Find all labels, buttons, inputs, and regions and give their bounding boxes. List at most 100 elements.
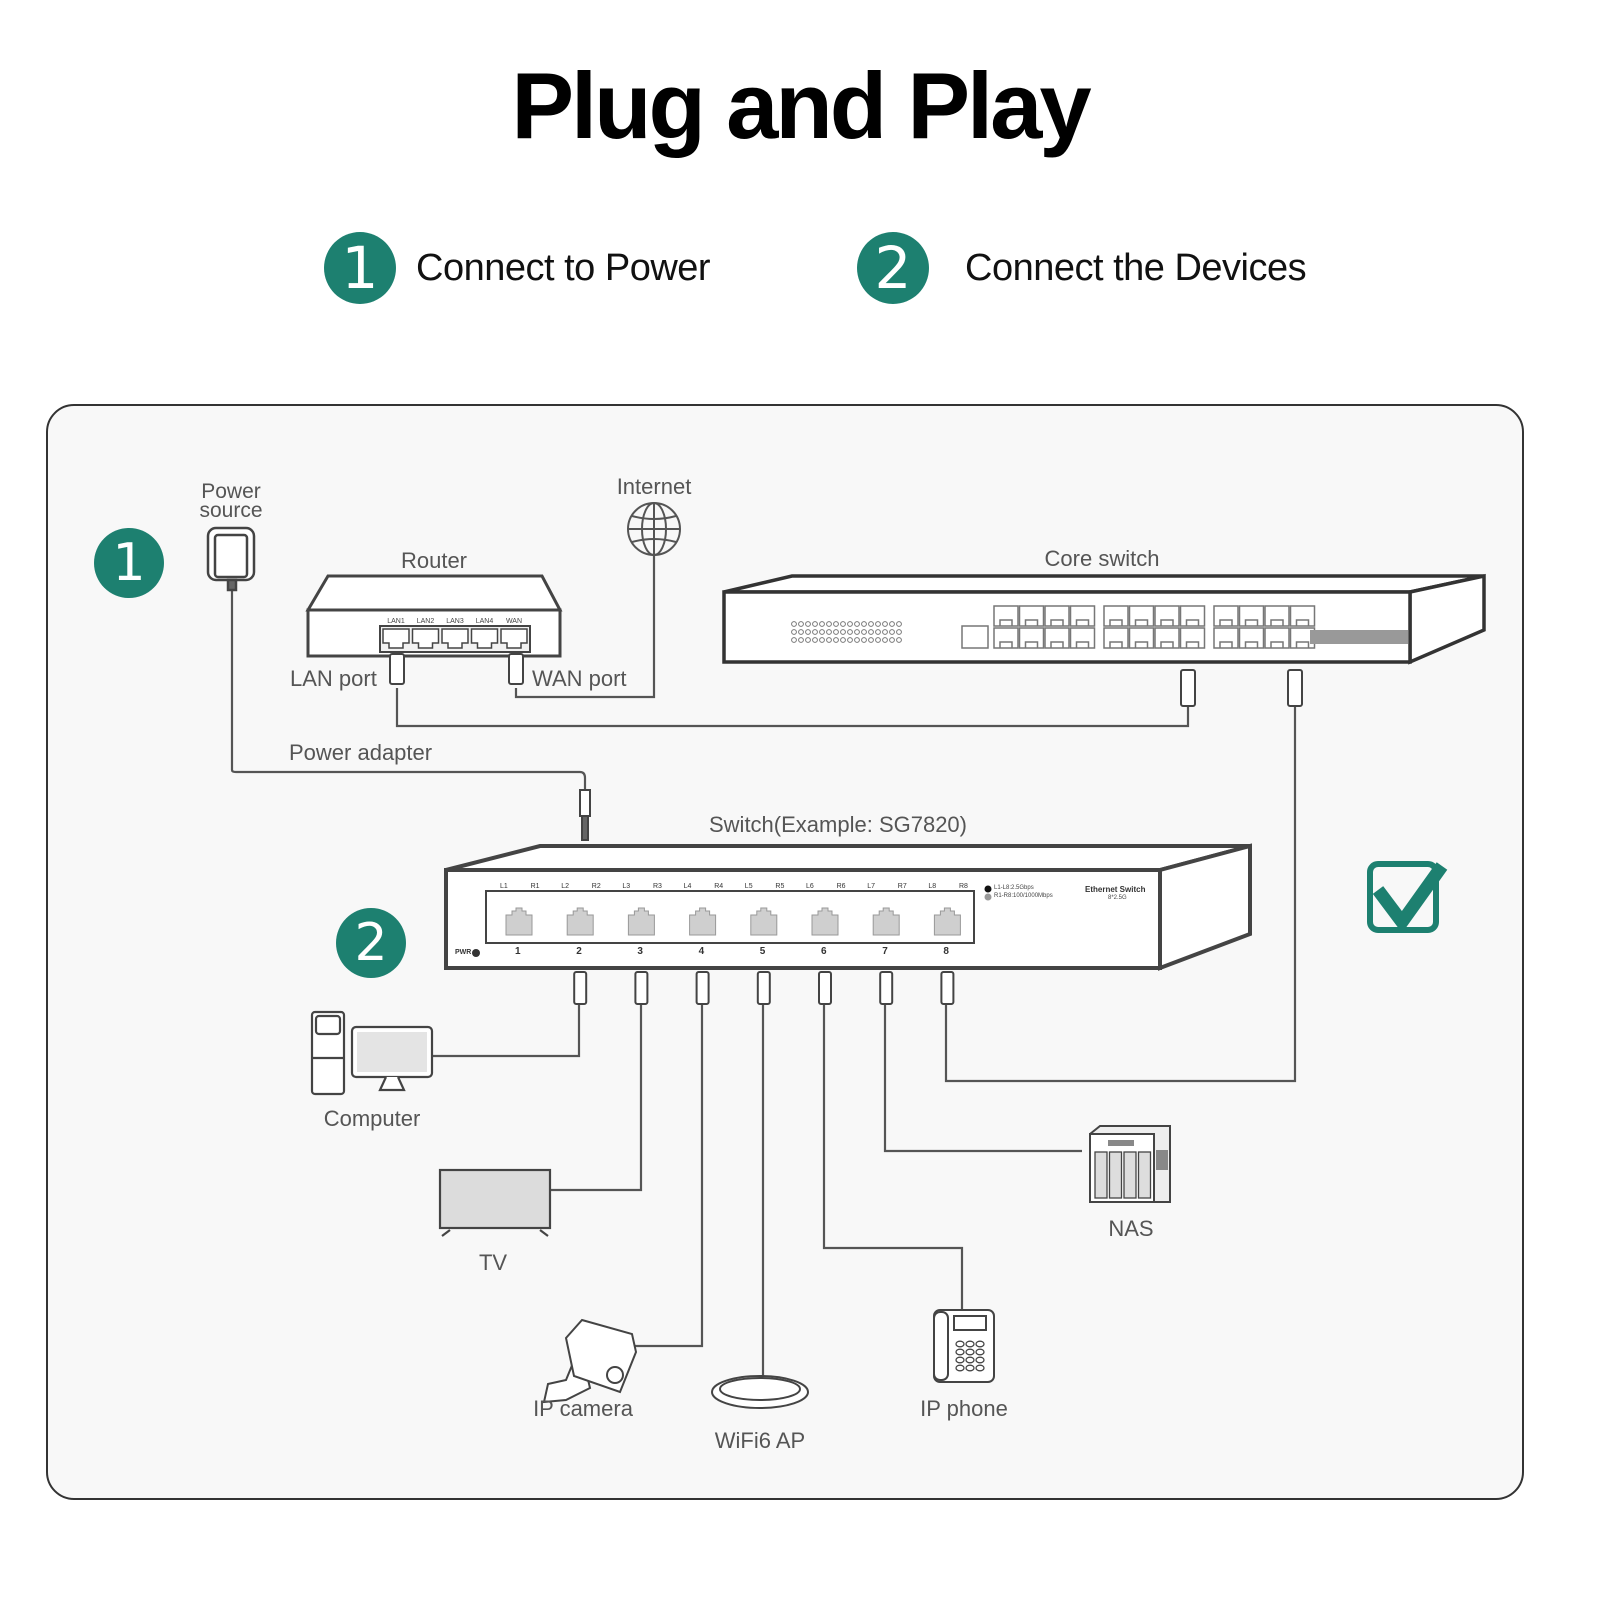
core-port — [1069, 627, 1096, 649]
core-port — [1044, 627, 1070, 649]
core-port — [1289, 605, 1316, 627]
nas-bay — [1123, 1151, 1137, 1199]
switch-port — [566, 907, 594, 936]
step-2-header: 2 Connect the Devices — [857, 232, 1307, 304]
power-adapter-jack — [579, 789, 591, 841]
core-port — [1103, 627, 1129, 649]
core-port — [993, 627, 1019, 649]
router-port — [411, 628, 440, 649]
core-led — [854, 629, 860, 635]
core-led — [812, 637, 818, 643]
core-port — [1264, 605, 1290, 627]
phone-key — [955, 1348, 965, 1356]
nas-bay — [1108, 1151, 1123, 1199]
ethernet-connector — [818, 971, 832, 1005]
core-port — [1213, 605, 1239, 627]
diagram-step-2-badge: 2 — [336, 908, 406, 978]
core-led — [791, 637, 797, 643]
phone-key — [975, 1356, 985, 1364]
router-port — [470, 628, 499, 649]
led-label: R8 — [959, 883, 968, 890]
led-label: L1 — [500, 883, 508, 890]
core-uplink-connector-1 — [1180, 669, 1196, 707]
cable-router-core — [395, 688, 1190, 728]
switch-brand: Ethernet Switch — [1085, 885, 1146, 894]
led-label: R2 — [591, 883, 601, 890]
switch-legend-1: L1-L8:2.5Gbps — [994, 885, 1034, 891]
core-port — [1264, 627, 1290, 649]
core-led — [840, 621, 846, 627]
power-source-label: Power source — [199, 480, 263, 522]
core-led — [868, 629, 874, 635]
nas-bay — [1094, 1151, 1108, 1199]
core-led — [805, 637, 811, 643]
led-label: R6 — [836, 883, 846, 890]
cable-tv — [551, 1005, 643, 1192]
led-label: L6 — [806, 883, 814, 890]
phone-key — [975, 1340, 985, 1348]
core-led — [826, 621, 832, 627]
phone-key — [955, 1356, 965, 1364]
core-led — [854, 637, 860, 643]
nas-icon — [1089, 1125, 1171, 1203]
core-switch-label: Core switch — [1044, 546, 1160, 571]
pwr-label: PWR — [455, 949, 472, 956]
phone-key — [955, 1340, 965, 1348]
core-led — [840, 637, 846, 643]
core-led — [882, 629, 888, 635]
core-led — [882, 621, 888, 627]
globe-icon — [627, 502, 681, 556]
led-label: L4 — [683, 883, 692, 890]
core-led — [840, 629, 846, 635]
router-label: Router — [400, 548, 468, 573]
ip-camera-icon — [542, 1318, 638, 1404]
core-port — [1018, 627, 1045, 649]
switch-port — [811, 907, 839, 936]
switch-model-note: 8*2.5G — [1108, 895, 1127, 901]
tv-label: TV — [478, 1250, 508, 1275]
router-port-label: WAN — [506, 618, 522, 625]
core-led — [826, 637, 832, 643]
core-led — [847, 621, 853, 627]
nas-label: NAS — [1108, 1216, 1154, 1241]
port-number: 1 — [515, 946, 521, 957]
core-led — [812, 629, 818, 635]
router-port — [441, 628, 469, 649]
core-led — [868, 621, 874, 627]
core-port — [1238, 605, 1265, 627]
core-led — [889, 629, 895, 635]
page-title: Plug and Play — [511, 53, 1091, 158]
core-port — [1128, 627, 1155, 649]
led-label: L2 — [561, 883, 569, 890]
core-led — [833, 629, 839, 635]
lan-connector — [389, 653, 405, 685]
cable-ip-phone — [822, 1005, 964, 1312]
led-label: R1 — [530, 883, 540, 890]
wan-connector — [508, 653, 524, 685]
led-label: R4 — [714, 883, 724, 890]
switch-port — [872, 907, 900, 936]
ethernet-connector — [695, 971, 710, 1005]
led-label: L5 — [744, 883, 753, 890]
core-led — [875, 637, 881, 643]
router-port-label: LAN4 — [476, 618, 494, 625]
core-led — [875, 629, 881, 635]
core-port — [1044, 605, 1070, 627]
core-led — [861, 637, 867, 643]
core-led — [896, 637, 902, 643]
core-led — [798, 637, 804, 643]
tv-icon — [438, 1168, 552, 1237]
core-led — [847, 637, 853, 643]
diagram-step-1-badge: 1 — [94, 528, 164, 598]
router-port-label: LAN3 — [446, 618, 464, 625]
switch-port — [933, 907, 961, 936]
cable-ip-camera — [635, 1005, 704, 1348]
core-led — [889, 621, 895, 627]
checkbox-checked-icon — [1367, 861, 1448, 934]
led-label: L3 — [622, 883, 631, 890]
led-label: L7 — [867, 883, 875, 890]
router-port — [500, 628, 528, 649]
core-led — [826, 629, 832, 635]
